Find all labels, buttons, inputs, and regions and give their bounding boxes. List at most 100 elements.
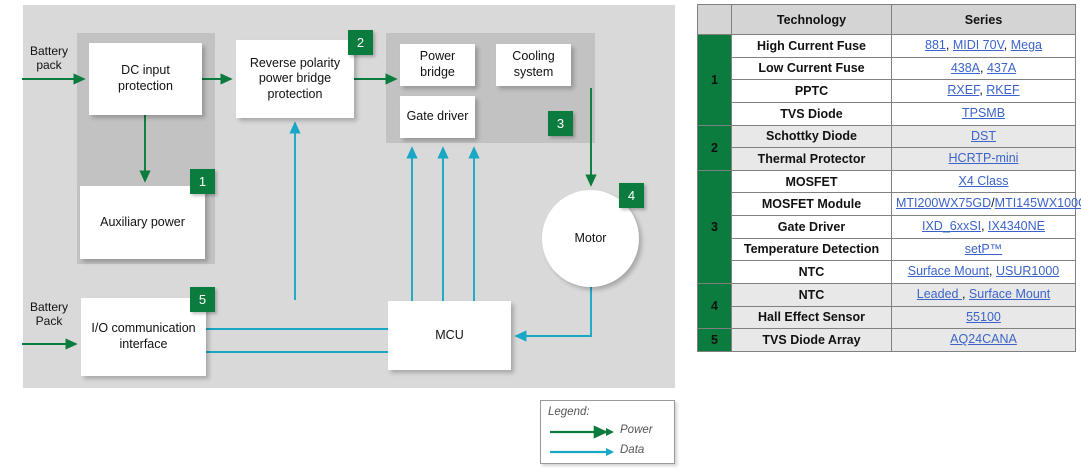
badge-5[interactable]: 5 (190, 287, 215, 312)
series-link[interactable]: 881 (925, 38, 946, 52)
series-link[interactable]: Surface Mount (907, 264, 990, 279)
technology-cell: TVS Diode (731, 101, 892, 126)
legend-data-label: Data (620, 444, 645, 456)
node-mcu[interactable]: MCU (388, 301, 511, 370)
header-technology: Technology (731, 4, 892, 35)
series-cell: AQ24CANA (891, 328, 1076, 352)
technology-cell: Low Current Fuse (731, 56, 892, 81)
series-cell: Leaded , Surface Mount (891, 282, 1076, 307)
group-number-cell-1: 1 (697, 34, 732, 126)
label-battery-pack-bottom: Battery Pack (29, 300, 68, 329)
series-cell: Surface Mount, USUR1000 (891, 260, 1076, 284)
series-link[interactable]: RXEF (947, 83, 980, 98)
legend-title: Legend: (548, 406, 590, 418)
series-link[interactable]: MTI200WX75GD (896, 196, 992, 211)
series-link[interactable]: IXD_6xxSI (922, 219, 982, 233)
legend-data-arrow-icon (550, 448, 614, 456)
series-separator: / (991, 196, 995, 211)
series-cell: 881, MIDI 70V, Mega (891, 34, 1076, 58)
series-link[interactable]: HCRTP-mini (948, 151, 1019, 166)
series-link[interactable]: RKEF (986, 83, 1020, 98)
table-header-row: Technology Series (697, 4, 1076, 35)
series-cell: X4 Class (891, 169, 1076, 194)
series-separator: , (1003, 38, 1011, 52)
table-row: Temperature Detection setP™ (698, 237, 1076, 262)
technology-cell: Hall Effect Sensor (731, 305, 892, 330)
node-cooling-system[interactable]: Cooling system (496, 44, 571, 86)
series-link[interactable]: USUR1000 (996, 264, 1060, 279)
series-separator: , (961, 286, 969, 301)
legend-power-arrow-icon (550, 425, 614, 439)
series-link[interactable]: 55100 (966, 309, 1001, 324)
series-link[interactable]: 438A (950, 60, 981, 75)
group-number-cell-4: 4 (697, 282, 732, 330)
series-link[interactable]: TPSMB (961, 105, 1006, 120)
series-link[interactable]: setP™ (964, 241, 1003, 256)
technology-cell: Schottky Diode (731, 124, 892, 149)
series-link[interactable]: MIDI 70V (952, 38, 1004, 52)
table-head: Technology Series (697, 4, 1076, 35)
legend-row-power: Power (548, 424, 668, 441)
node-reverse-polarity-protection[interactable]: Reverse polarity power bridge protection (236, 40, 354, 118)
series-cell: 438A, 437A (891, 56, 1076, 81)
badge-2[interactable]: 2 (348, 30, 373, 55)
technology-cell: MOSFET Module (731, 192, 892, 216)
series-link[interactable]: 437A (986, 60, 1017, 75)
label-battery-pack-top: Battery pack (29, 44, 68, 73)
series-link[interactable]: Mega (1010, 38, 1042, 52)
series-cell: HCRTP-mini (891, 147, 1076, 171)
group-number-cell-5: 5 (697, 328, 732, 352)
series-link[interactable]: MTI145WX100GD (994, 196, 1081, 211)
badge-3[interactable]: 3 (548, 111, 573, 136)
legend: Legend: Power Data (540, 400, 675, 464)
series-link[interactable]: IX4340NE (988, 219, 1045, 233)
series-separator: , (945, 38, 953, 52)
series-link[interactable]: AQ24CANA (950, 332, 1017, 347)
technology-cell: TVS Diode Array (731, 328, 892, 352)
series-cell: setP™ (891, 237, 1076, 262)
series-link[interactable]: X4 Class (958, 173, 1009, 188)
series-cell: IXD_6xxSI, IX4340NE (891, 215, 1076, 239)
series-cell: RXEF, RKEF (891, 79, 1076, 103)
badge-1[interactable]: 1 (190, 169, 215, 194)
series-cell: DST (891, 124, 1076, 149)
series-separator: , (979, 83, 987, 98)
series-cell: 55100 (891, 305, 1076, 330)
node-dc-input-protection[interactable]: DC input protection (89, 43, 202, 115)
node-power-bridge[interactable]: Power bridge (400, 44, 475, 86)
header-group (697, 4, 732, 35)
group-number-cell-2: 2 (697, 124, 732, 171)
technology-cell: High Current Fuse (731, 34, 892, 58)
node-io-communication-interface[interactable]: I/O communication interface (81, 298, 206, 376)
diagram-connectors (22, 73, 597, 358)
technology-cell: Gate Driver (731, 215, 892, 239)
table-row: MOSFET Module MTI200WX75GD/MTI145WX100GD (698, 192, 1081, 216)
technology-cell: PPTC (731, 79, 892, 103)
wire-motor-to-mcu (514, 287, 592, 342)
badge-4[interactable]: 4 (619, 183, 644, 208)
group-number-cell-3: 3 (697, 169, 732, 284)
technology-cell: MOSFET (731, 169, 892, 194)
node-auxiliary-power[interactable]: Auxiliary power (80, 186, 205, 259)
series-link[interactable]: Surface Mount (968, 286, 1051, 301)
technology-cell: Temperature Detection (731, 237, 892, 262)
series-link[interactable]: DST (971, 128, 996, 143)
series-link[interactable]: Leaded (916, 286, 962, 301)
table-row: Hall Effect Sensor 55100 (698, 305, 1076, 330)
technology-cell: NTC (731, 282, 892, 307)
table-row: TVS Diode TPSMB (698, 101, 1076, 126)
node-gate-driver[interactable]: Gate driver (400, 96, 475, 138)
header-series: Series (891, 4, 1076, 35)
